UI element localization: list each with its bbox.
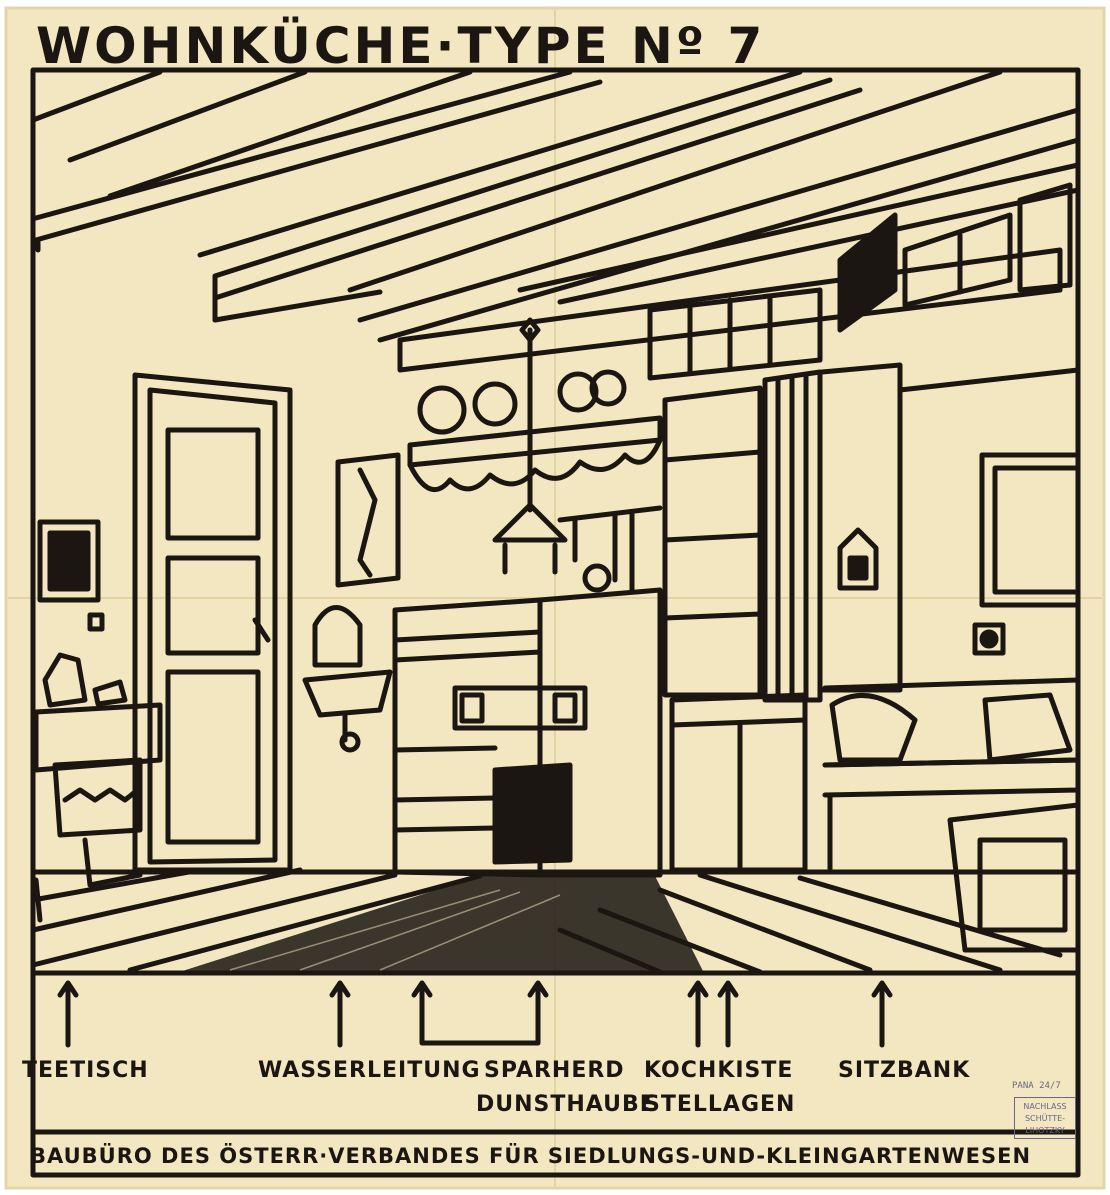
label-wasserleitung: WASSERLEITUNG: [258, 1058, 481, 1083]
drawing-frame: [30, 67, 1081, 1178]
wall-sink: [302, 605, 393, 753]
tea-table: [33, 652, 163, 923]
label-stellagen: STELLAGEN: [644, 1092, 796, 1117]
wall-lantern: [837, 527, 879, 591]
upper-cabinets: [647, 182, 1073, 381]
label-sparherd: SPARHERD: [484, 1058, 625, 1083]
wall-picture: [37, 519, 101, 603]
curtain: [762, 369, 823, 703]
archive-stamp: NACHLASS SCHÜTTE- LIHOTZKY: [1014, 1097, 1076, 1139]
alcove: [819, 362, 903, 693]
label-dunsthaube: DUNSTHAUBE: [476, 1092, 656, 1117]
floor-boards: [30, 867, 1081, 975]
stamp-line-1: NACHLASS: [1023, 1102, 1067, 1111]
drawing-footer: BAUBÜRO DES ÖSTERR·VERBANDES FÜR SIEDLUN…: [30, 1144, 1032, 1168]
ceiling-beams: [30, 69, 1081, 343]
hanging-lamp: [492, 317, 568, 575]
inventory-number: PANA 24/7: [1012, 1081, 1061, 1091]
sitzbank: [822, 677, 1081, 953]
hanging-utensils: [557, 505, 663, 593]
label-arrows: [57, 980, 893, 1048]
stamp-line-2: SCHÜTTE-: [1024, 1114, 1066, 1123]
label-sitzbank: SITZBANK: [838, 1058, 971, 1083]
label-kochkiste: KOCHKISTE: [644, 1058, 794, 1083]
label-teetisch: TEETISCH: [22, 1058, 149, 1083]
drawing-title: WOHNKÜCHE·TYPE Nº 7: [36, 17, 766, 75]
stove: [392, 587, 663, 878]
stamp-line-3: LIHOTZKY: [1025, 1126, 1065, 1135]
floor-runner: [170, 876, 705, 975]
hanging-plaque: [335, 452, 401, 588]
plate-shelf: [407, 369, 663, 492]
